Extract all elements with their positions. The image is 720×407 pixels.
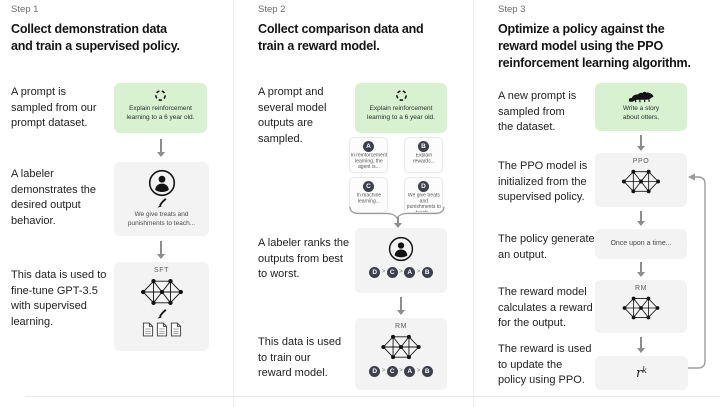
ppo-label: PPO [632, 158, 650, 165]
otter-icon [628, 90, 654, 103]
pen-icon [156, 309, 167, 320]
step2-rm-box: RM D > C > A > B [355, 318, 447, 390]
rank-separator: > [399, 368, 403, 374]
output-letter-badge: A [363, 141, 374, 152]
refresh-icon [154, 89, 167, 102]
refresh-icon [395, 89, 408, 102]
step3-output-text: Once upon a time... [610, 239, 672, 247]
down-arrow-icon [637, 211, 644, 226]
step2-prompt-box: Explain reinforcement learning to a 6 ye… [355, 83, 447, 133]
step3-prompt-text: Write a story about otters. [622, 105, 660, 121]
down-arrow-icon [637, 262, 644, 277]
down-arrow-icon [637, 135, 644, 151]
model-output-a: A In reinforcement learning, the agent i… [349, 137, 388, 173]
step1-labeler-text: We give treats and punishments to teach.… [127, 211, 196, 227]
network-icon [378, 332, 424, 362]
column-divider [233, 0, 234, 407]
step3-rm-box: RM [595, 280, 687, 333]
rank-separator: > [399, 269, 403, 275]
model-output-c: C In machine learning... [349, 177, 388, 213]
model-output-d: D We give treats and punishments to teac… [404, 177, 443, 213]
output-text: We give treats and punishments to teach.… [406, 193, 441, 213]
document-icon [142, 322, 154, 337]
step2-prompt-text: Explain reinforcement learning to a 6 ye… [367, 105, 435, 121]
step3-row2-text: The PPO model is initialized from the su… [498, 160, 588, 203]
step1-row2-text: A labeler demonstrates the desired outpu… [11, 168, 96, 227]
documents-icon [142, 322, 182, 337]
down-arrow-icon [637, 337, 644, 353]
step3-heading: Optimize a policy against the reward mod… [498, 22, 691, 70]
rank-badge: D [369, 267, 381, 278]
rm-label: RM [634, 285, 648, 292]
reward-subscript: k [642, 365, 648, 375]
person-icon [148, 169, 176, 197]
sft-label: SFT [153, 267, 170, 274]
output-letter-badge: D [418, 181, 429, 192]
output-letter-badge: B [418, 141, 429, 152]
step1-heading: Collect demonstration data and train a s… [11, 22, 180, 53]
rank-badge: D [369, 366, 381, 377]
down-arrow-icon [394, 217, 401, 228]
reward-base: r [635, 365, 643, 381]
step1-sft-box: SFT [114, 262, 209, 351]
rank-badge: A [404, 267, 416, 278]
rank-badge: B [421, 267, 433, 278]
column-divider [473, 0, 474, 407]
step1-labeler-box: We give treats and punishments to teach.… [114, 162, 209, 236]
step1-prompt-text: Explain reinforcement learning to a 6 ye… [126, 105, 195, 121]
feedback-loop-arrow [688, 173, 706, 369]
pen-icon [156, 198, 167, 209]
step2-heading: Collect comparison data and train a rewa… [258, 22, 424, 53]
network-icon [620, 294, 662, 322]
step3-row4-text: The reward model calculates a reward for… [498, 286, 593, 329]
rank-separator: > [381, 368, 386, 374]
person-icon [388, 236, 414, 262]
network-icon [620, 167, 662, 196]
step1-prompt-box: Explain reinforcement learning to a 6 ye… [114, 83, 207, 133]
step1-row3-text: This data is used to fine-tune GPT-3.5 w… [11, 269, 107, 328]
step2-label: Step 2 [258, 4, 286, 15]
rank-badge: C [386, 267, 398, 278]
rm-label: RM [394, 323, 408, 330]
step1-label: Step 1 [11, 4, 39, 15]
output-text: In machine learning... [356, 193, 381, 204]
step2-row1-text: A prompt and several model outputs are s… [258, 86, 327, 145]
ranking-row: D > C > A > B [369, 366, 433, 377]
ranking-row: D > C > A > B [369, 267, 433, 278]
step2-labeler-box: D > C > A > B [355, 228, 447, 293]
rank-separator: > [381, 269, 386, 275]
rank-badge: B [421, 366, 433, 377]
rank-separator: > [416, 269, 421, 275]
document-icon [170, 322, 182, 337]
rank-badge: C [386, 366, 398, 377]
output-text: Explain rewards... [412, 153, 435, 164]
footer-divider [25, 396, 720, 397]
output-text: In reinforcement learning, the agent is.… [350, 153, 387, 170]
step3-prompt-box: Write a story about otters. [595, 83, 687, 131]
step1-row1-text: A prompt is sampled from our prompt data… [11, 86, 97, 129]
down-arrow-icon [397, 297, 404, 315]
document-icon [156, 322, 168, 337]
step3-row3-text: The policy generates an output. [498, 233, 601, 261]
step2-row2-text: A labeler ranks the outputs from best to… [258, 237, 350, 280]
down-arrow-icon [157, 241, 164, 259]
step2-row3-text: This data is used to train our reward mo… [258, 336, 342, 379]
rank-badge: A [404, 366, 416, 377]
step3-row1-text: A new prompt is sampled from the dataset… [498, 90, 577, 133]
step3-row5-text: The reward is used to update the policy … [498, 343, 592, 386]
network-icon [139, 276, 185, 308]
step3-label: Step 3 [498, 4, 526, 15]
output-letter-badge: C [363, 181, 374, 192]
step3-ppo-box: PPO [595, 153, 687, 207]
down-arrow-icon [157, 139, 164, 157]
rank-separator: > [416, 368, 421, 374]
step3-output-box: Once upon a time... [595, 229, 687, 259]
model-output-b: B Explain rewards... [404, 137, 443, 173]
